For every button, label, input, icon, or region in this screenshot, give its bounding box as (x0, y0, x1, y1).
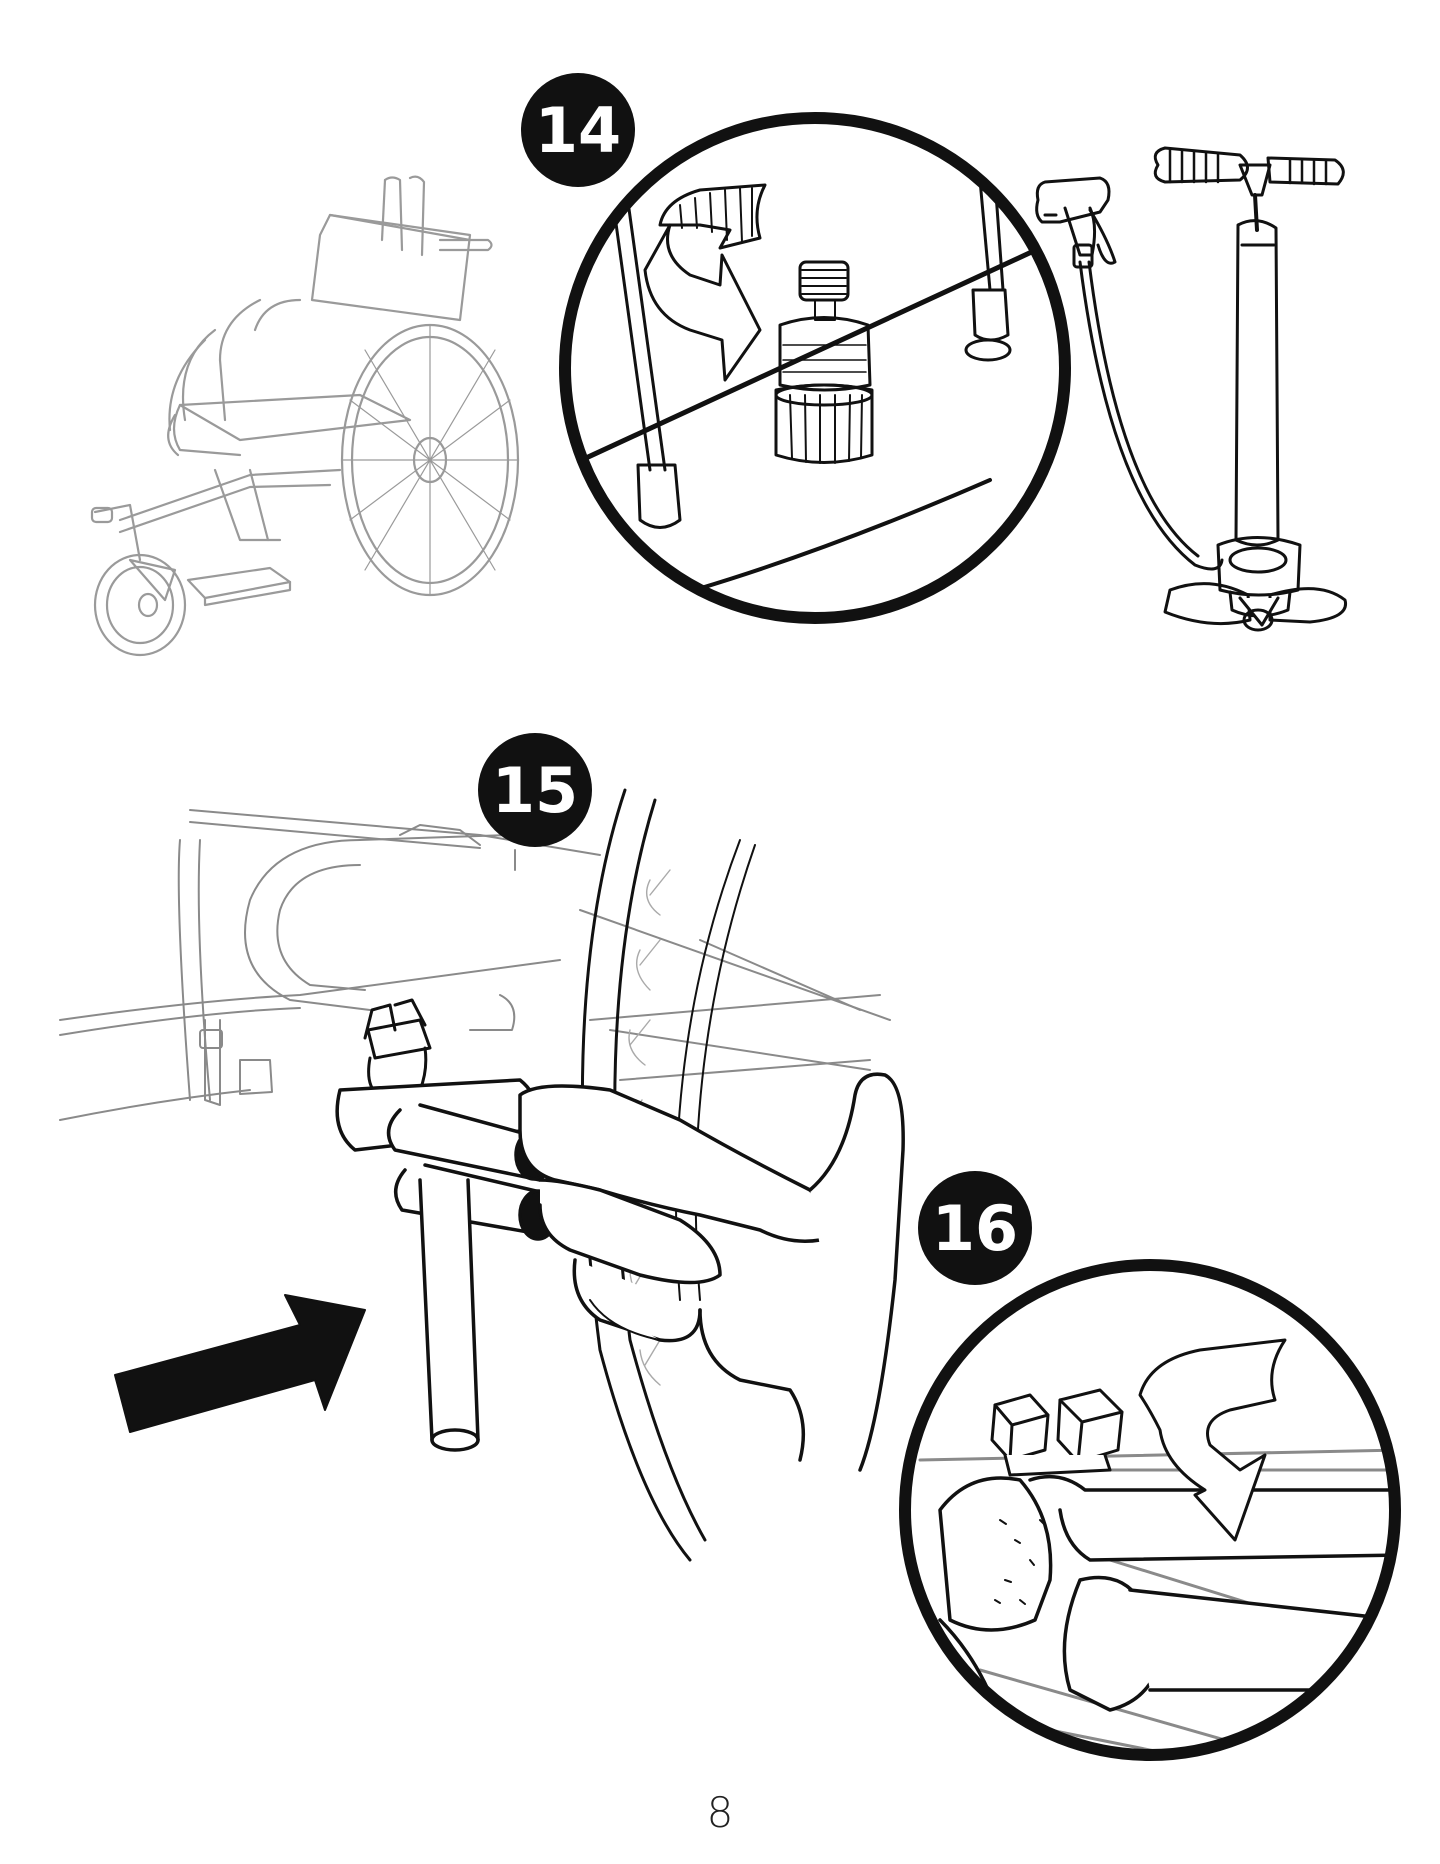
step-number: 15 (492, 754, 578, 827)
step-number: 14 (535, 94, 621, 167)
page-number: 8 (706, 1788, 734, 1837)
clamp-bolt-icon (363, 998, 432, 1097)
step-badge-16: 16 (918, 1171, 1032, 1285)
floor-pump-icon (1035, 146, 1348, 632)
valve-closeup (559, 112, 1071, 624)
push-arrow-icon (114, 1294, 366, 1433)
tighten-closeup (899, 1259, 1401, 1761)
clamp-install-illustration (59, 788, 905, 1562)
rotate-arrow-icon (643, 183, 767, 382)
rotate-arrow-icon (1138, 1338, 1287, 1542)
step-badge-14: 14 (521, 73, 635, 187)
step-number: 16 (932, 1192, 1018, 1265)
tire-valve-icon (774, 260, 874, 464)
step-badge-15: 15 (478, 733, 592, 847)
wheelchair-illustration (90, 175, 520, 657)
